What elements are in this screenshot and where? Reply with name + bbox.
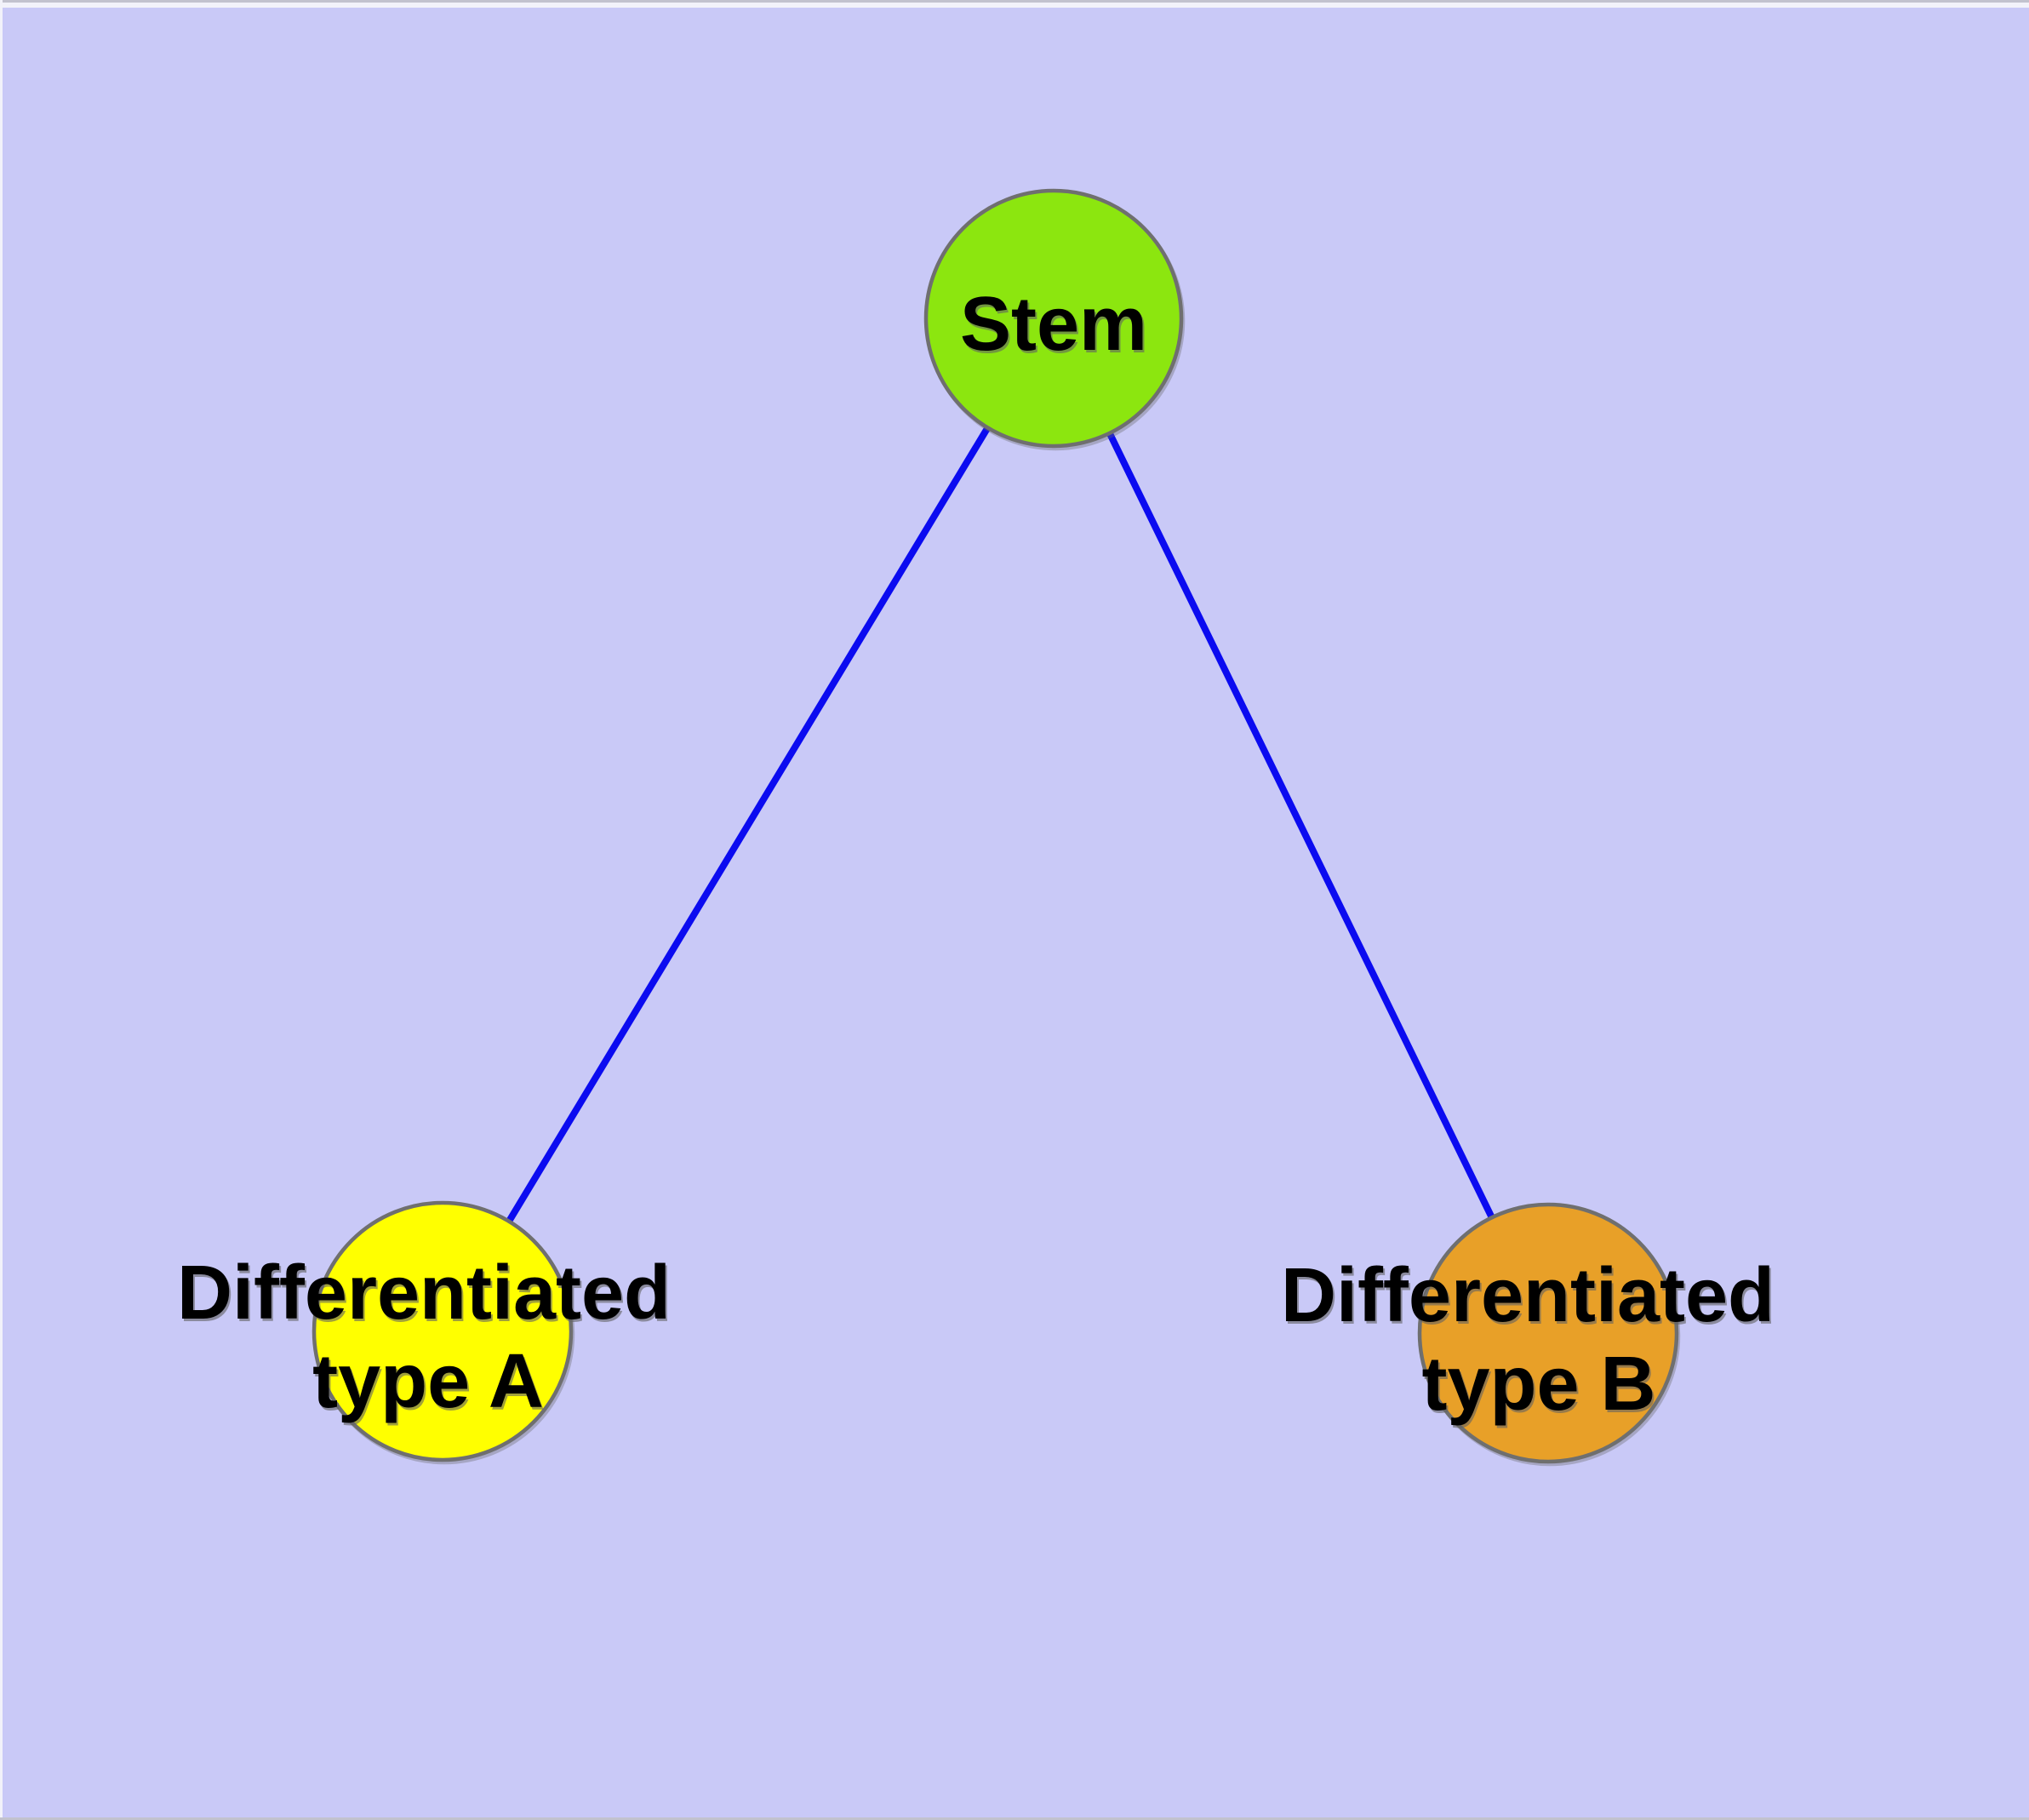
frame-edge-bottom-dark [0,1817,2029,1820]
edge-stem-to-type-b [1050,315,1552,1336]
node-type-b-circle [1417,1202,1679,1464]
node-stem-label: Stem [960,282,1147,367]
frame-border-top [0,3,2029,8]
node-type-b-label-line2: type B [1421,1342,1655,1427]
node-type-a-label-line1: Differentiated [177,1251,671,1336]
node-type-a-label-line2: type A [312,1339,544,1424]
edge-stem-to-type-a [439,315,1057,1335]
node-type-a: Differentiated type A [177,1200,671,1462]
node-type-b-label-line1: Differentiated [1281,1253,1775,1338]
node-type-a-circle [311,1200,574,1462]
frame-border-left [0,0,3,1820]
node-stem-circle [923,188,1184,449]
node-type-b: Differentiated type B [1281,1202,1775,1464]
node-stem: Stem [923,188,1184,449]
frame-edge-top-dark [0,0,2029,3]
